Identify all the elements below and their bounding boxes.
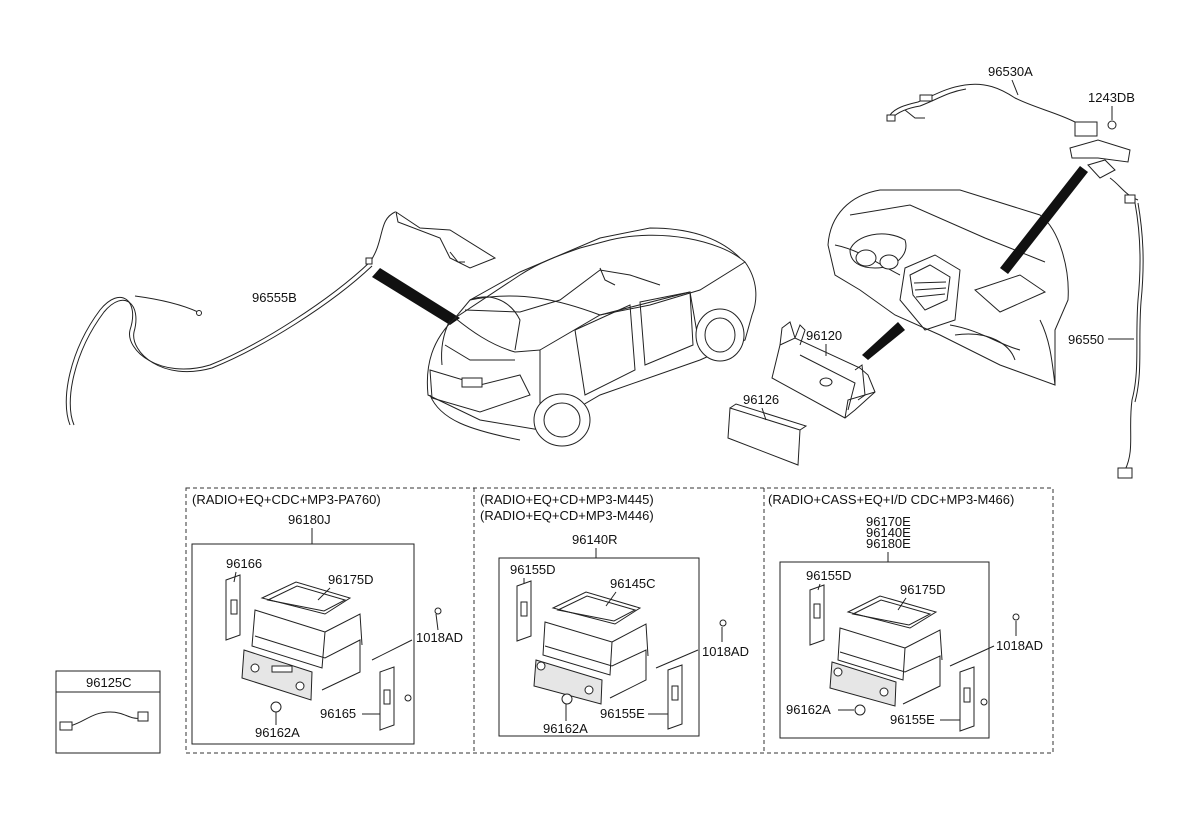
label-96120: 96120 <box>806 328 842 343</box>
label-96550: 96550 <box>1068 332 1104 347</box>
variant-1-box <box>191 543 415 745</box>
variant-1-bracket-right: 96165 <box>320 706 356 721</box>
box-96125c <box>55 670 161 754</box>
variant-2-bracket-right: 96155E <box>600 706 645 721</box>
variant-3-unit-label-2: 96140E <box>866 525 911 540</box>
variant-3-header: (RADIO+CASS+EQ+I/D CDC+MP3-M466) <box>768 492 1014 507</box>
variant-2-box <box>498 557 700 737</box>
variant-2-header-1: (RADIO+EQ+CD+MP3-M445) <box>480 492 654 507</box>
label-96126: 96126 <box>743 392 779 407</box>
variant-3-unit-label-3: 96180E <box>866 536 911 551</box>
variant-2-bracket-left: 96155D <box>510 562 556 577</box>
pointer-arrow-dashboard <box>862 322 905 360</box>
variant-3-box <box>779 561 990 739</box>
label-96530a: 96530A <box>988 64 1033 79</box>
panel-96126 <box>727 403 808 466</box>
variant-2-screw: 1018AD <box>702 644 749 659</box>
variant-1-header: (RADIO+EQ+CDC+MP3-PA760) <box>192 492 381 507</box>
variant-2-header-2: (RADIO+EQ+CD+MP3-M446) <box>480 508 654 523</box>
antenna-cable-assembly <box>65 210 497 426</box>
cable-96125c <box>59 711 149 731</box>
label-96125c: 96125C <box>86 675 132 690</box>
variant-3-bracket-left: 96155D <box>806 568 852 583</box>
variant-1-bracket-left: 96166 <box>226 556 262 571</box>
variant-1-cover: 96175D <box>328 572 374 587</box>
variant-3-bracket-right: 96155E <box>890 712 935 727</box>
variant-3-cover: 96175D <box>900 582 946 597</box>
variants-frame <box>185 487 1054 754</box>
variant-2-knob: 96162A <box>543 721 588 736</box>
variant-3: (RADIO+CASS+EQ+I/D CDC+MP3-M466) 96170E … <box>768 492 1043 739</box>
pointer-arrow-usb <box>1000 166 1088 274</box>
variant-1: (RADIO+EQ+CDC+MP3-PA760) 96180J 96166 96… <box>191 492 463 745</box>
variant-3-screw: 1018AD <box>996 638 1043 653</box>
variant-1-unit-label: 96180J <box>288 512 331 527</box>
variant-2: (RADIO+EQ+CD+MP3-M445) (RADIO+EQ+CD+MP3-… <box>480 492 749 737</box>
variant-3-unit-label-1: 96170E <box>866 514 911 529</box>
variant-1-knob: 96162A <box>255 725 300 740</box>
variant-3-knob: 96162A <box>786 702 831 717</box>
usb-cable-assembly <box>886 83 1139 204</box>
label-96555b: 96555B <box>252 290 297 305</box>
aux-cable-assembly <box>1117 202 1144 479</box>
pointer-arrow-antenna <box>372 268 460 325</box>
variant-2-unit-label: 96140R <box>572 532 618 547</box>
label-1243db: 1243DB <box>1088 90 1135 105</box>
dashboard-illustration <box>827 189 1069 386</box>
variant-1-screw: 1018AD <box>416 630 463 645</box>
car-illustration <box>426 227 757 447</box>
bracket-96120 <box>771 321 876 419</box>
variant-2-cover: 96145C <box>610 576 656 591</box>
